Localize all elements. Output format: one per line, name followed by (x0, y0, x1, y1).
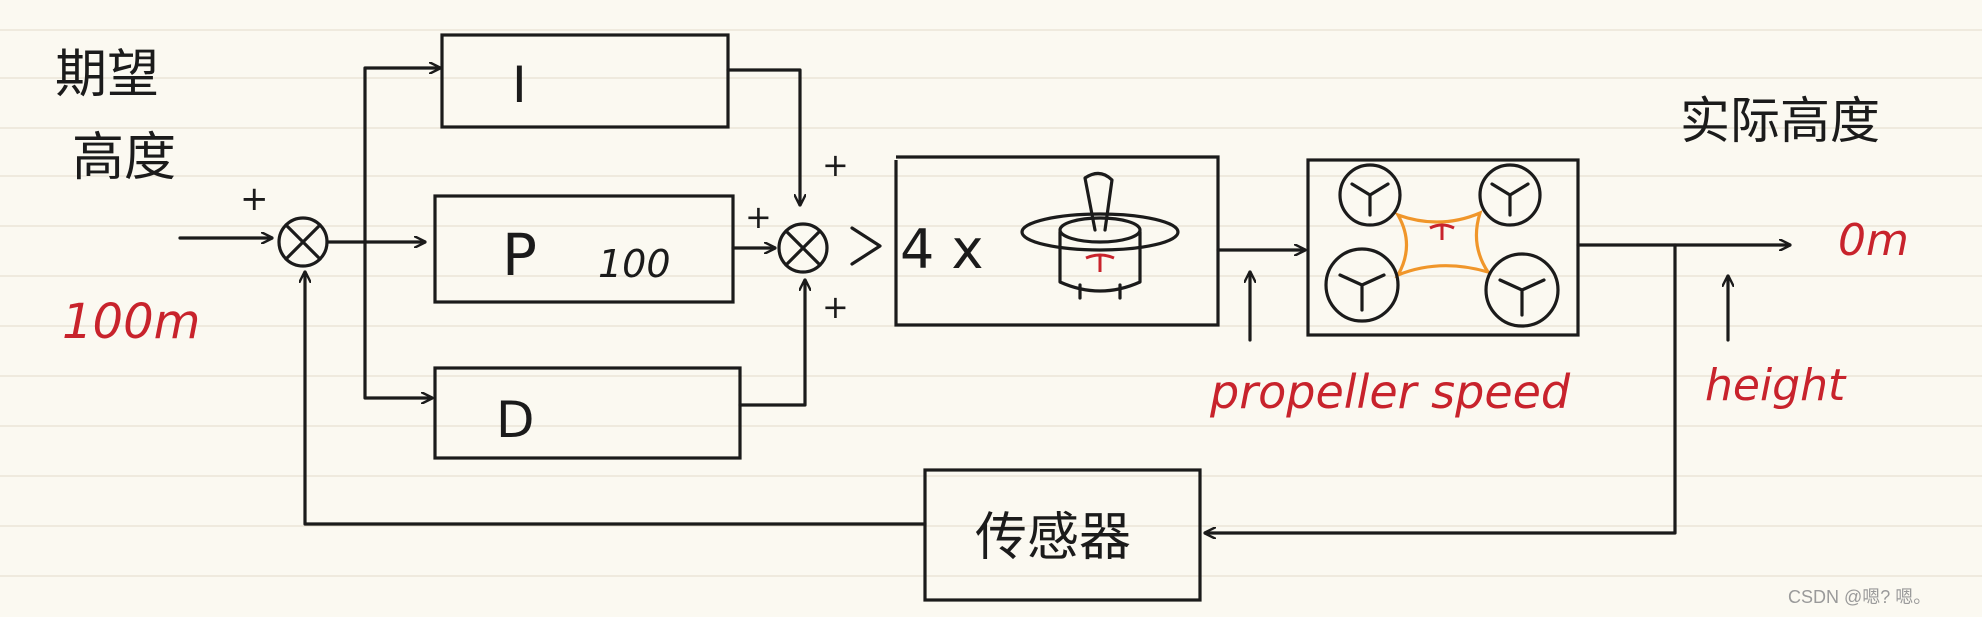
i-block-label: I (512, 56, 527, 114)
i-output-arrow (726, 68, 800, 207)
summing-junction-1 (277, 216, 329, 268)
setpoint-value: 100m (62, 294, 200, 350)
i-block (440, 33, 730, 129)
sum2-plus-left: + (745, 198, 772, 236)
summing-junction-2 (777, 222, 829, 274)
propeller-speed-label: propeller speed (1209, 365, 1571, 419)
paper-lines (0, 29, 1982, 577)
sum1-plus-label: + (240, 179, 269, 219)
arrow-to-d (363, 240, 434, 398)
p-block-label: P (502, 221, 537, 289)
motor-multiplier-label: 4 x (900, 218, 983, 281)
sensor-label: 传感器 (975, 508, 1131, 568)
desired-height-label-2: 高度 (72, 128, 176, 188)
d-output-arrow (738, 278, 805, 407)
sum2-plus-top: + (822, 146, 849, 184)
d-block (433, 366, 742, 460)
height-label: height (1705, 360, 1847, 411)
sensor-block (923, 468, 1202, 602)
sum2-output-arrowhead (850, 226, 882, 266)
arrow-to-i (363, 68, 442, 244)
motor-block (894, 155, 1220, 327)
actual-height-label: 实际高度 (1680, 92, 1880, 150)
p-gain-label: 100 (598, 242, 671, 286)
sum2-plus-bottom: + (822, 288, 849, 326)
feedback-to-sum1 (305, 270, 927, 526)
desired-height-label-1: 期望 (55, 45, 159, 105)
watermark: CSDN @嗯? 嗯。 (1788, 587, 1931, 607)
d-block-label: D (496, 391, 535, 449)
feedback-to-sensor (1203, 243, 1677, 533)
drone-block (1306, 158, 1580, 337)
output-value: 0m (1838, 215, 1909, 266)
drone-icon (1324, 163, 1560, 328)
motor-icon (1020, 171, 1180, 300)
p-block (433, 194, 735, 304)
